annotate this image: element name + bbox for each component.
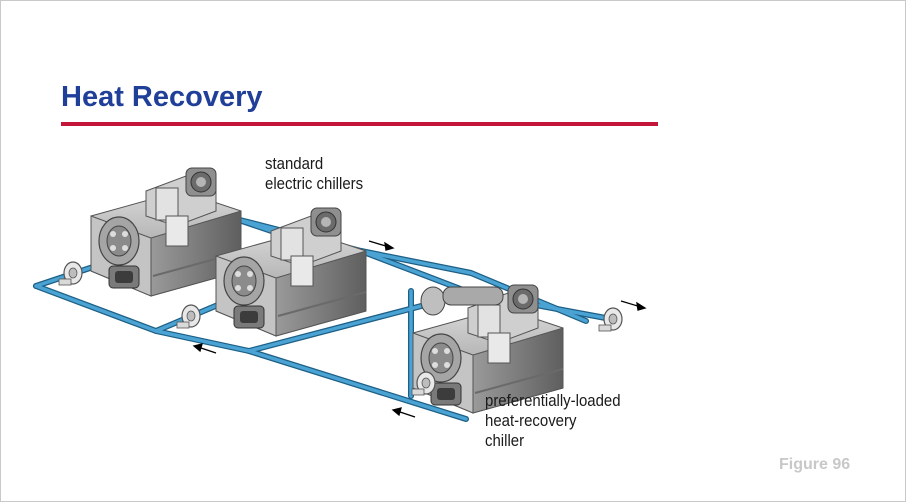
arrow-right-icon [368,240,395,251]
label-hr-line3: chiller [485,431,525,450]
pump-icon [58,261,83,286]
label-heat-recovery-chiller: preferentially-loaded heat-recovery chil… [485,391,621,451]
arrow-left-icon [192,343,217,354]
pump-icon [176,304,201,329]
arrow-right-icon [620,300,647,311]
label-hr-line2: heat-recovery [485,411,577,430]
title-underline [61,122,658,126]
heat-recovery-chiller [412,284,564,414]
label-hr-line1: preferentially-loaded [485,391,621,410]
label-standard-line2: electric chillers [265,174,364,193]
label-standard-line1: standard [265,154,324,173]
arrow-left-icon [391,407,416,418]
figure-number: Figure 96 [779,456,851,473]
slide-title: Heat Recovery [61,81,263,113]
flow-arrows [192,240,647,418]
label-standard-chillers: standard electric chillers [265,154,363,194]
